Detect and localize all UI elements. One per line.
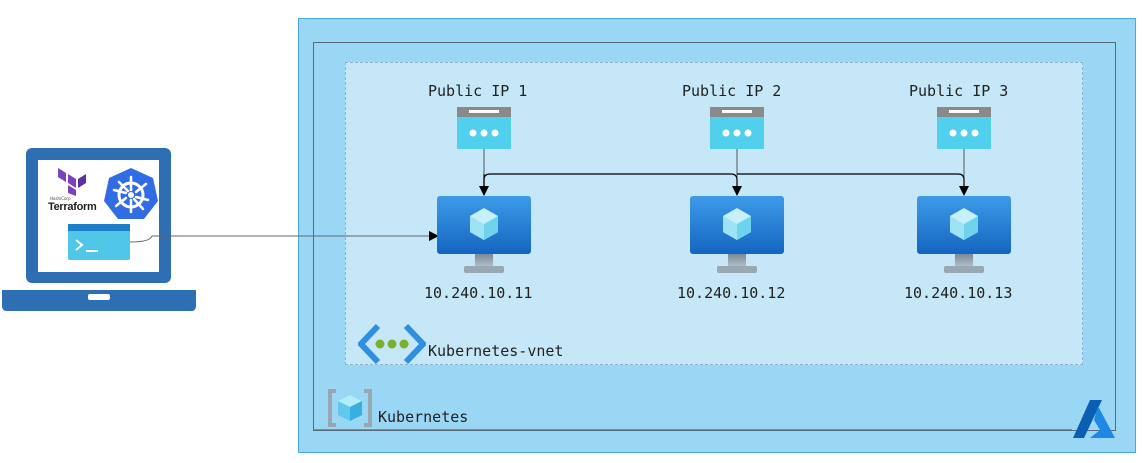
vnet-label: Kubernetes-vnet xyxy=(428,342,564,360)
public-ip-label-1: Public IP 1 xyxy=(428,82,528,100)
resource-group-label: Kubernetes xyxy=(378,408,469,426)
vm-ip-label-1: 10.240.10.11 xyxy=(424,284,533,302)
vm-ip-label-2: 10.240.10.12 xyxy=(677,284,786,302)
virtual-machine-icon xyxy=(917,196,1011,273)
vm-ip-label-3: 10.240.10.13 xyxy=(904,284,1013,302)
virtual-machine-icon xyxy=(437,196,531,273)
kubernetes-logo xyxy=(104,168,158,219)
public-ip-label-2: Public IP 2 xyxy=(682,82,782,100)
terraform-logo xyxy=(58,168,86,196)
virtual-machine-icon xyxy=(690,196,784,273)
terraform-label: Terraform xyxy=(48,201,97,213)
azure-logo-icon xyxy=(1073,400,1115,438)
public-ip-icon xyxy=(710,107,764,149)
public-ip-icon xyxy=(457,107,511,149)
virtual-network-icon xyxy=(358,323,426,365)
terraform-small-label: HashiCorp xyxy=(50,196,71,201)
console-icon xyxy=(68,224,130,260)
public-ip-label-3: Public IP 3 xyxy=(909,82,1009,100)
public-ip-icon xyxy=(937,107,991,149)
resource-group-icon xyxy=(328,389,372,427)
